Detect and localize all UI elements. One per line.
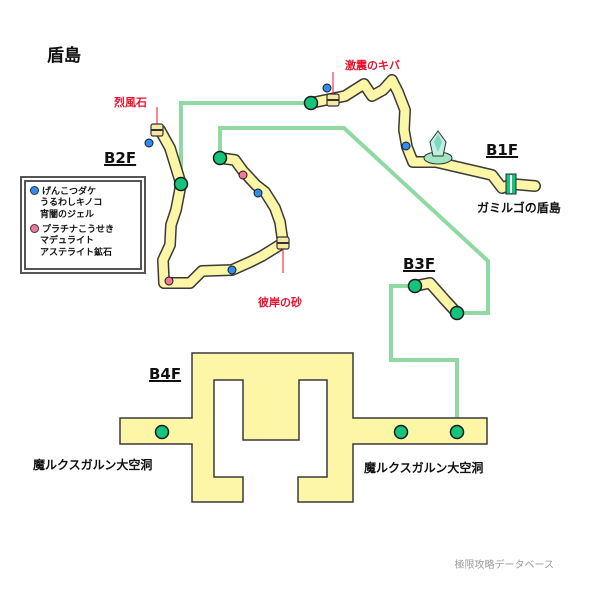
chest-icon-higan xyxy=(276,236,290,250)
blue-gather-point xyxy=(144,138,154,148)
warp-point xyxy=(449,305,465,321)
chest-icon-gekishin xyxy=(326,93,340,107)
label-pointers xyxy=(156,72,334,273)
legend-pink-row-2: マデュライト xyxy=(40,236,95,246)
blue-gather-point xyxy=(253,188,263,198)
warp-point xyxy=(154,424,170,440)
connector-b1f-b2f xyxy=(179,101,311,184)
warp-point xyxy=(303,95,319,111)
blue-gather-point xyxy=(322,83,332,93)
warp-point xyxy=(393,424,409,440)
place-label-garimulgo: ガミルゴの盾島 xyxy=(477,201,561,215)
legend-pink-row-3: アステライト鉱石 xyxy=(40,248,113,258)
warp-point xyxy=(212,150,228,166)
treasure-label-gekishin: 激震のキバ xyxy=(345,59,400,72)
pink-mining-point xyxy=(238,170,248,180)
blue-gather-point xyxy=(401,141,411,151)
blue-dot-icon xyxy=(30,186,39,195)
pink-dot-icon xyxy=(30,224,39,233)
legend-box: げんこつダケ うるわしキノコ 宵闇のジェル プラチナこうせき マデュライト アス… xyxy=(24,180,142,270)
floor-label-b1f: B1F xyxy=(486,141,519,159)
floor-label-b4f: B4F xyxy=(149,365,182,383)
pink-mining-points xyxy=(164,170,248,286)
b1f-exit-gate xyxy=(505,173,517,195)
treasure-chests xyxy=(150,93,340,250)
legend-blue-row-3: 宵闇のジェル xyxy=(40,210,95,220)
b3f-corridor xyxy=(409,277,463,319)
place-label-cave-left: 魔ルクスガルン大空洞 xyxy=(33,458,153,472)
connector-b3f-b4f xyxy=(389,284,459,432)
warp-point xyxy=(407,278,423,294)
floor-label-b3f: B3F xyxy=(403,255,436,273)
place-label-cave-right: 魔ルクスガルン大空洞 xyxy=(364,461,484,475)
b1f-corridor xyxy=(305,74,541,194)
legend-pink-row-1: プラチナこうせき xyxy=(30,224,114,236)
floor-label-b2f: B2F xyxy=(104,149,137,167)
treasure-label-higan: 彼岸の砂 xyxy=(258,296,302,309)
warp-point xyxy=(449,424,465,440)
blue-gather-point xyxy=(227,265,237,275)
treasure-label-reppuu: 烈風石 xyxy=(114,96,147,109)
blue-gather-points xyxy=(144,83,411,275)
pink-mining-point xyxy=(164,276,174,286)
warp-point xyxy=(173,176,189,192)
legend-blue-row-1: げんこつダケ xyxy=(30,186,96,198)
crystal-icon xyxy=(423,130,453,165)
map-title: 盾島 xyxy=(47,46,81,66)
connector-b2f-b3f xyxy=(218,126,490,315)
warp-points xyxy=(154,95,465,440)
b4f-floor xyxy=(119,352,488,503)
floor-connectors xyxy=(179,101,490,432)
footer-credit: 極限攻略データベース xyxy=(454,560,555,571)
legend-blue-row-2: うるわしキノコ xyxy=(40,198,103,208)
chest-icon-reppuu xyxy=(150,123,164,137)
